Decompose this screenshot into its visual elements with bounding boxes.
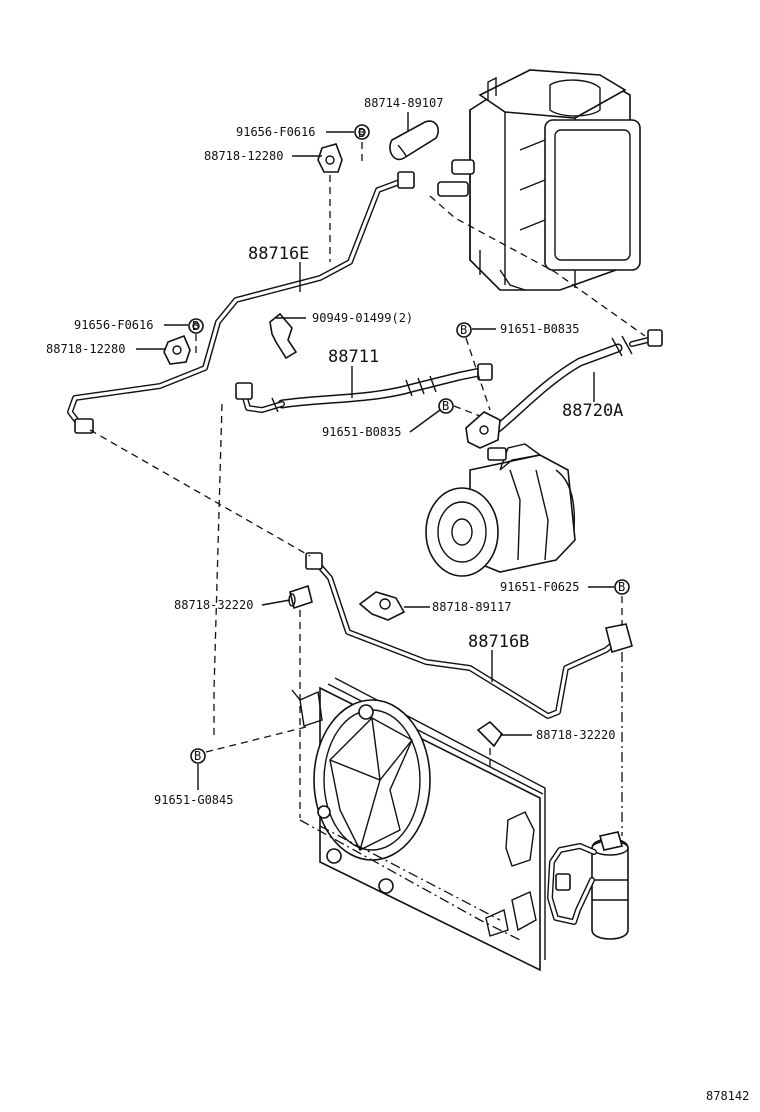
bolt-letter: B bbox=[358, 126, 365, 140]
receiver-dryer bbox=[547, 831, 629, 940]
leader-bolt-G0845 bbox=[205, 725, 311, 753]
label-91656-F0616-left: 91656-F0616 bbox=[74, 318, 153, 332]
evaporator-unit bbox=[437, 69, 641, 291]
cushion-88718-32220-top bbox=[288, 584, 313, 610]
clamp-88718-89117 bbox=[358, 591, 406, 621]
leader-bolt-B0835-top bbox=[465, 337, 491, 411]
clip-90949-01499 bbox=[269, 312, 298, 360]
bolt-91656-F0616-left bbox=[188, 318, 204, 334]
label-91651-F0625: 91651-F0625 bbox=[500, 580, 579, 594]
label-91656-F0616-top: 91656-F0616 bbox=[236, 125, 315, 139]
bolt-91651-F0625 bbox=[614, 579, 630, 595]
hose-88711 bbox=[235, 363, 493, 413]
bolt-91651-B0835-mid bbox=[438, 398, 454, 414]
label-91651-G0845: 91651-G0845 bbox=[154, 793, 233, 807]
label-88716E: 88716E bbox=[248, 244, 309, 264]
leader-evap-to-88720A bbox=[429, 195, 646, 337]
clamp-88718-12280-top bbox=[317, 143, 343, 173]
clamp-88718-12280-left bbox=[163, 334, 191, 365]
bolt-91651-B0835-top bbox=[456, 322, 472, 338]
label-88718-89117: 88718-89117 bbox=[432, 600, 511, 614]
bolt-91656-F0616-top bbox=[354, 124, 370, 140]
label-88716B: 88716B bbox=[468, 632, 529, 652]
bolt-letter: B bbox=[460, 323, 467, 337]
part-labels: 88714-89107 91656-F0616 88718-12280 8871… bbox=[46, 96, 749, 1103]
condenser bbox=[291, 677, 546, 972]
label-88711: 88711 bbox=[328, 347, 379, 367]
pipe-88716E bbox=[67, 171, 415, 434]
compressor-fitting-block bbox=[465, 411, 501, 449]
diagram-number: 878142 bbox=[706, 1089, 749, 1103]
leader-88711-to-condenser bbox=[213, 403, 223, 740]
label-91651-B0835-mid: 91651-B0835 bbox=[322, 425, 401, 439]
bolt-symbols: B B B B B B bbox=[192, 126, 625, 763]
bolt-letter: B bbox=[618, 580, 625, 594]
bolt-91651-G0845 bbox=[190, 748, 206, 764]
label-88718-32220-top: 88718-32220 bbox=[174, 598, 253, 612]
leader-condenser-bottom bbox=[299, 819, 521, 941]
leader-88716E-to-88716B bbox=[89, 429, 311, 557]
bolt-letter: B bbox=[442, 399, 449, 413]
label-88718-12280-left: 88718-12280 bbox=[46, 342, 125, 356]
label-90949-01499: 90949-01499(2) bbox=[312, 311, 413, 325]
label-leaders bbox=[136, 112, 614, 790]
leader-condenser-to-fan bbox=[319, 825, 501, 921]
label-88718-32220-lower: 88718-32220 bbox=[536, 728, 615, 742]
label-88720A: 88720A bbox=[562, 401, 623, 421]
label-88714-89107: 88714-89107 bbox=[364, 96, 443, 110]
pipe-88716B bbox=[305, 552, 633, 719]
hose-88720A bbox=[493, 329, 663, 433]
label-91651-B0835-top: 91651-B0835 bbox=[500, 322, 579, 336]
compressor bbox=[425, 443, 576, 577]
part-88714-89107 bbox=[389, 120, 440, 161]
bolt-letter: B bbox=[192, 319, 199, 333]
leader-bolt-B0835-mid bbox=[453, 405, 481, 417]
bolt-letter: B bbox=[194, 749, 201, 763]
label-88718-12280-top: 88718-12280 bbox=[204, 149, 283, 163]
cushion-88718-32220-lower bbox=[476, 720, 504, 748]
